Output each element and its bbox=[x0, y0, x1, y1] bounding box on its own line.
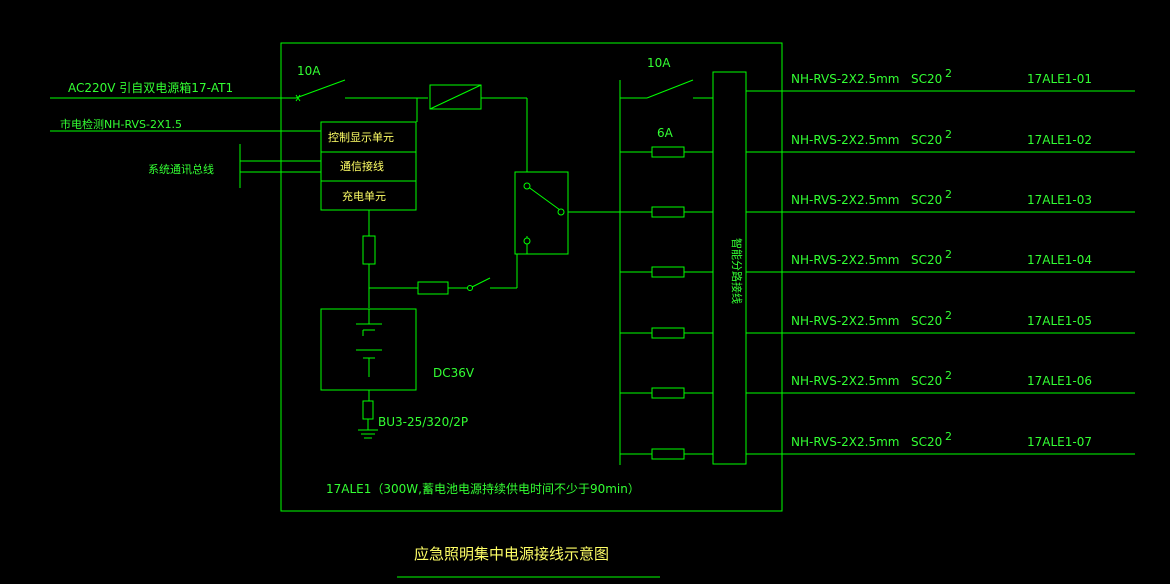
charge-unit-label: 充电单元 bbox=[342, 189, 386, 203]
circuit-conduit-label: SC20 bbox=[911, 435, 942, 449]
circuit-cable-label: NH-RVS-2X2.5mm bbox=[791, 133, 900, 147]
circuit-id-label: 17ALE1-07 bbox=[1027, 435, 1092, 449]
changeover-switch bbox=[514, 171, 569, 255]
circuit-id-label: 17ALE1-03 bbox=[1027, 193, 1092, 207]
terminal-strip-label: 智能分路接线 bbox=[730, 238, 744, 304]
circuit-conduit-label: SC20 bbox=[911, 253, 942, 267]
circuit-cable-label: NH-RVS-2X2.5mm bbox=[791, 253, 900, 267]
spd-label: BU3-25/320/2P bbox=[378, 415, 468, 429]
rectifier-box bbox=[429, 84, 482, 110]
out-breaker-label: 10A bbox=[647, 56, 671, 70]
circuit-conduit-exp: 2 bbox=[945, 248, 952, 261]
control-unit-label: 控制显示单元 bbox=[328, 130, 394, 144]
box-note: 17ALE1（300W,蓄电池电源持续供电时间不少于90min） bbox=[326, 481, 640, 496]
circuit-conduit-exp: 2 bbox=[945, 67, 952, 80]
circuit-cable-label: NH-RVS-2X2.5mm bbox=[791, 193, 900, 207]
terminal-strip bbox=[712, 71, 747, 465]
circuit-conduit-label: SC20 bbox=[911, 133, 942, 147]
circuit-conduit-label: SC20 bbox=[911, 374, 942, 388]
circuit-id-label: 17ALE1-05 bbox=[1027, 314, 1092, 328]
branch-fuse-label: 6A bbox=[657, 126, 674, 140]
circuit-conduit-exp: 2 bbox=[945, 309, 952, 322]
circuit-cable-label: NH-RVS-2X2.5mm bbox=[791, 374, 900, 388]
circuit-id-label: 17ALE1-04 bbox=[1027, 253, 1092, 267]
monitor-input-label: 市电检测NH-RVS-2X1.5 bbox=[60, 117, 182, 131]
circuit-id-label: 17ALE1-01 bbox=[1027, 72, 1092, 86]
diagram-title: 应急照明集中电源接线示意图 bbox=[414, 545, 609, 563]
circuit-conduit-exp: 2 bbox=[945, 128, 952, 141]
circuit-conduit-label: SC20 bbox=[911, 193, 942, 207]
ac-input-label: AC220V 引自双电源箱17-AT1 bbox=[68, 80, 233, 95]
power-box-outline bbox=[280, 42, 783, 512]
circuit-cable-label: NH-RVS-2X2.5mm bbox=[791, 435, 900, 449]
circuit-conduit-exp: 2 bbox=[945, 188, 952, 201]
circuit-id-label: 17ALE1-02 bbox=[1027, 133, 1092, 147]
main-breaker-label: 10A bbox=[297, 64, 321, 78]
circuit-cable-label: NH-RVS-2X2.5mm bbox=[791, 314, 900, 328]
circuit-conduit-label: SC20 bbox=[911, 314, 942, 328]
battery-voltage-label: DC36V bbox=[433, 366, 475, 380]
circuit-id-label: 17ALE1-06 bbox=[1027, 374, 1092, 388]
comm-unit-label: 通信接线 bbox=[340, 159, 384, 173]
circuit-conduit-exp: 2 bbox=[945, 369, 952, 382]
bus-input-label: 系统通讯总线 bbox=[148, 162, 214, 176]
circuit-conduit-exp: 2 bbox=[945, 430, 952, 443]
circuit-conduit-label: SC20 bbox=[911, 72, 942, 86]
circuit-cable-label: NH-RVS-2X2.5mm bbox=[791, 72, 900, 86]
